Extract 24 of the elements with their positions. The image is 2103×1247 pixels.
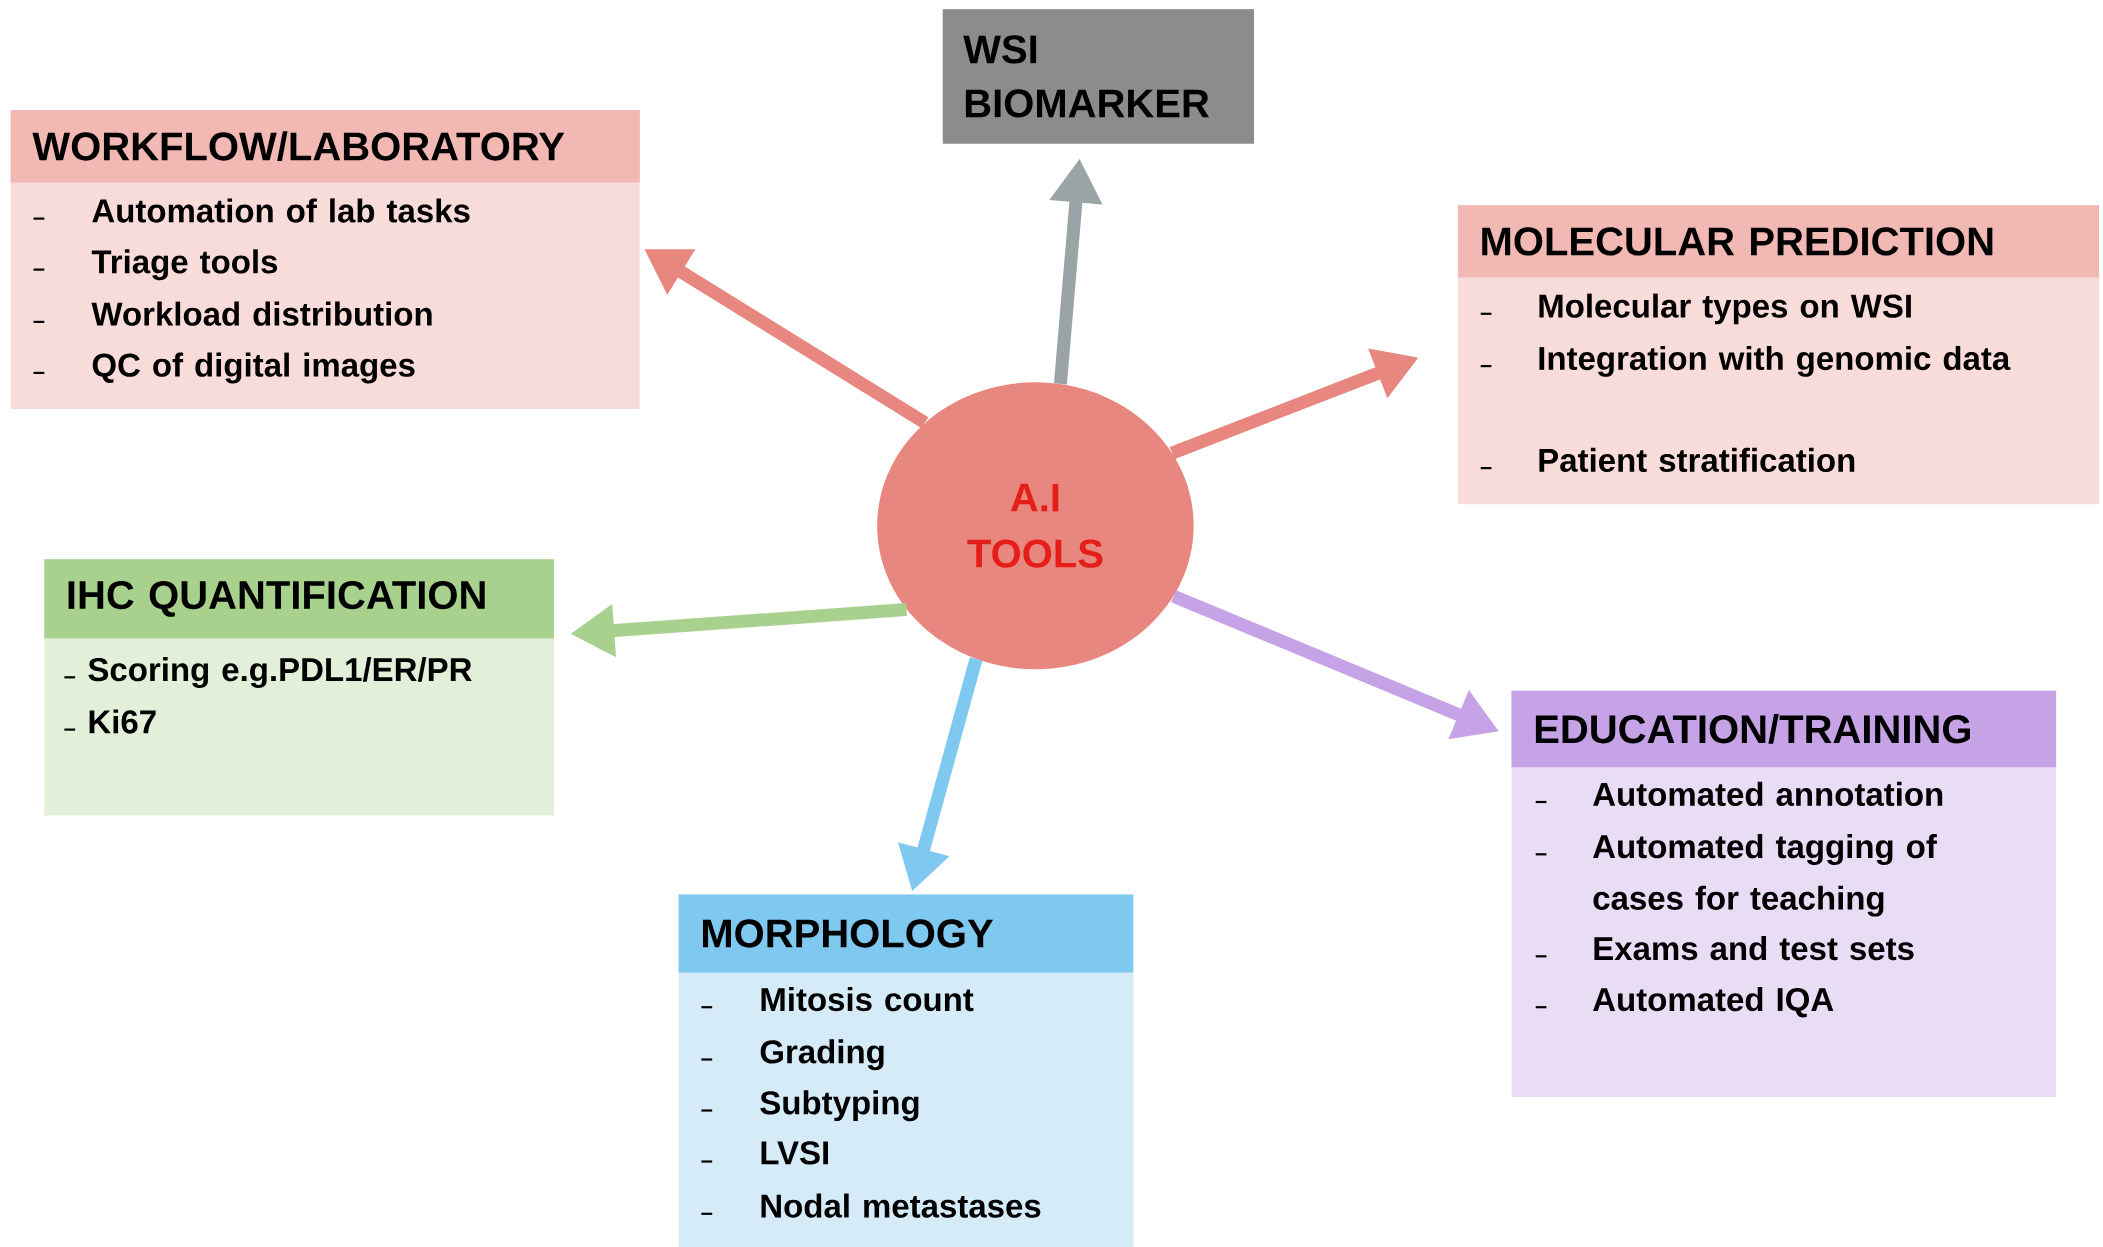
list-item: Grading — [760, 1039, 884, 1071]
list-item: Automated IQA — [1593, 987, 1834, 1018]
category-box: WSI BIOMARKER — [942, 9, 1254, 144]
list-item: Workload distribution — [91, 301, 432, 326]
list-item: Automated tagging of cases for teaching — [1593, 834, 1937, 917]
list-item: Scoring e.g.PDL1/ER/PR — [88, 657, 472, 688]
category-box: MOLECULAR PREDICTION Molecular types on WSI Integration with genomic data Patient stratification — [1457, 205, 2100, 505]
list-item: Molecular types on WSI — [1539, 293, 1911, 325]
list-item: Nodal metastases — [761, 1193, 1041, 1218]
category-box: EDUCATION/TRAINING Automated annotation Automated tagging of cases for teaching Exams and test sets Automated IQA — [1511, 690, 2057, 1098]
list-item: Ki67 — [89, 709, 156, 734]
category-box: IHC QUANTIFICATION Scoring e.g.PDL1/ER/PR Ki67 — [44, 559, 554, 816]
list-item: Integration with genomic data — [1539, 345, 2011, 377]
list-item: Triage tools — [91, 249, 278, 281]
list-item: Automation of lab tasks — [92, 198, 470, 223]
category-box: MORPHOLOGY Mitosis count Grading Subtyping LVSI Nodal metastases — [678, 894, 1134, 1247]
list-item: Automated annotation — [1593, 781, 1943, 807]
category-box: WORKFLOW/LABORATORY Automation of lab tasks Triage tools Workload distribution QC of digital images — [10, 109, 640, 410]
list-item: QC of digital images — [92, 352, 415, 384]
list-item: LVSI — [761, 1141, 828, 1165]
list-item: Exams and test sets — [1594, 936, 1914, 961]
list-item: Subtyping — [760, 1090, 919, 1122]
list-item: Mitosis count — [761, 987, 974, 1012]
list-item: Patient stratification — [1539, 447, 1855, 473]
